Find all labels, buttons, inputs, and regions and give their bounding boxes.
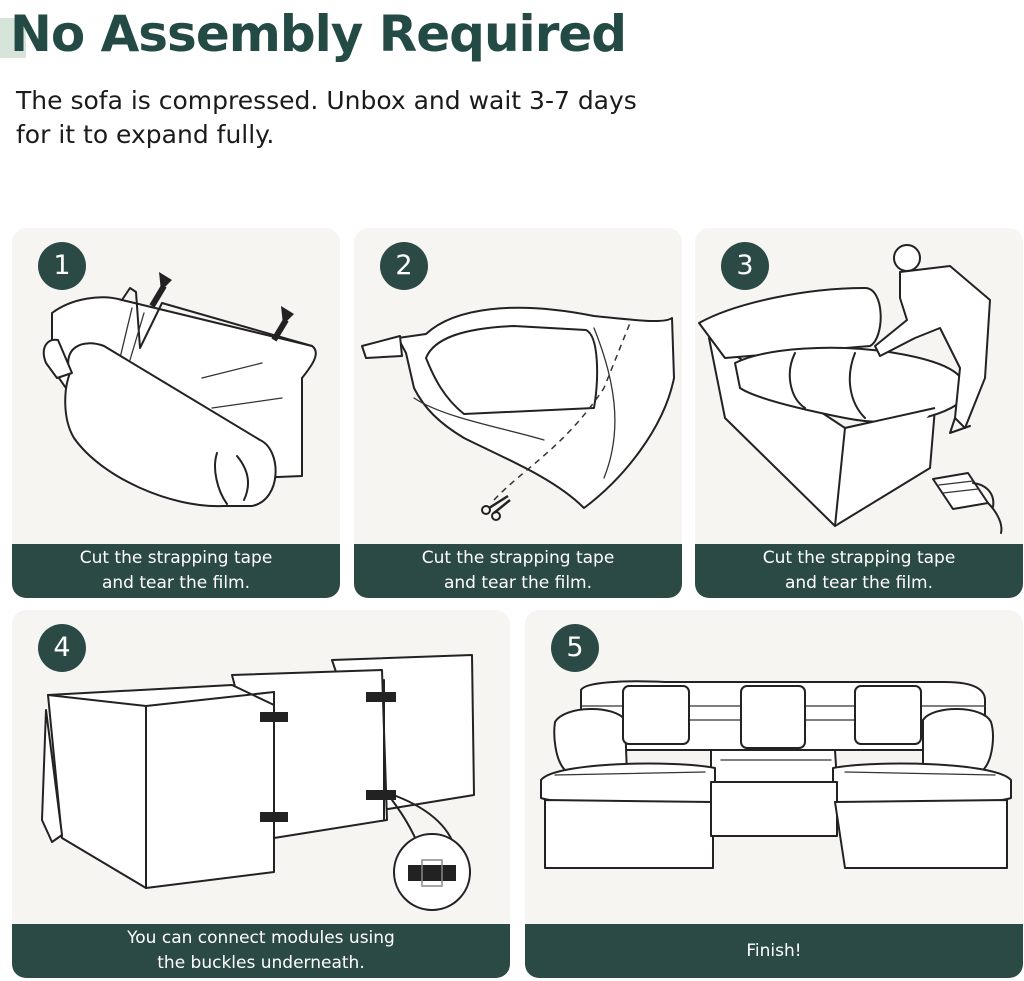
rolled-sofa-illustration xyxy=(42,272,317,508)
arrow-up-icon xyxy=(271,306,294,342)
expanding-sofa-illustration xyxy=(698,244,1003,534)
caption-line: Cut the strapping tape xyxy=(762,548,956,568)
page-subtitle: The sofa is compressed. Unbox and wait 3… xyxy=(16,84,736,152)
caption-line: You can connect modules using xyxy=(127,928,395,948)
step-caption-4: You can connect modules using the buckle… xyxy=(12,924,510,978)
step-number-3: 3 xyxy=(721,242,769,290)
step-card-2: 2 Cut the strapping tape and tear the fi… xyxy=(354,228,682,598)
step-caption-3: Cut the strapping tape and tear the film… xyxy=(695,544,1023,598)
person-illustration xyxy=(874,244,991,434)
arrow-up-icon xyxy=(149,272,172,308)
step-caption-2: Cut the strapping tape and tear the film… xyxy=(354,544,682,598)
buckle-icon xyxy=(260,692,396,822)
steamer-icon xyxy=(932,472,1003,534)
subtitle-line-1: The sofa is compressed. Unbox and wait 3… xyxy=(16,86,637,115)
page-title: No Assembly Required xyxy=(10,5,627,63)
step-caption-5: Finish! xyxy=(525,924,1023,978)
subtitle-line-2: for it to expand fully. xyxy=(16,120,275,149)
title-accent xyxy=(0,18,26,58)
caption-line: and tear the film. xyxy=(784,573,934,593)
caption-line: Finish! xyxy=(746,940,802,961)
connected-modules-illustration xyxy=(41,654,475,911)
step-card-4: 4 You can connect modules using the buck… xyxy=(12,610,510,978)
caption-line: Cut the strapping tape xyxy=(79,548,273,568)
finished-sectional-illustration xyxy=(540,680,1012,869)
step-card-5: 5 Finish! xyxy=(525,610,1023,978)
step-number-4: 4 xyxy=(38,624,86,672)
step-card-1: 1 Cut the strapping tape and tear the fi… xyxy=(12,228,340,598)
caption-line: and tear the film. xyxy=(443,573,593,593)
buckle-detail-icon xyxy=(393,833,471,911)
step-caption-1: Cut the strapping tape and tear the film… xyxy=(12,544,340,598)
caption-line: and tear the film. xyxy=(101,573,251,593)
caption-line: the buckles underneath. xyxy=(157,953,365,973)
caption-line: Cut the strapping tape xyxy=(421,548,615,568)
scissors-icon xyxy=(481,494,511,521)
step-card-3: 3 Cut the strapping tape and tear the fi… xyxy=(695,228,1023,598)
torn-film-illustration xyxy=(361,306,675,521)
step-number-1: 1 xyxy=(38,242,86,290)
step-number-2: 2 xyxy=(380,242,428,290)
step-number-5: 5 xyxy=(551,624,599,672)
